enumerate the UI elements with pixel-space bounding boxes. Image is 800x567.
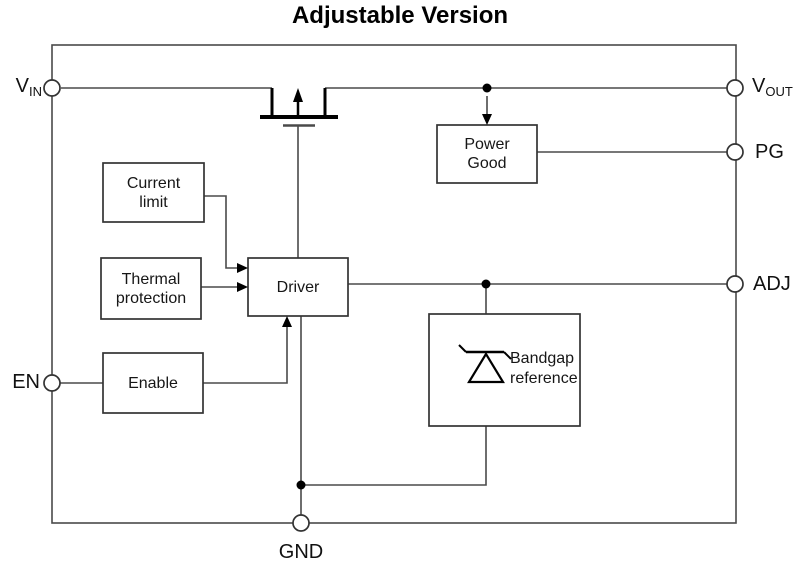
zener-wing-right [503, 351, 512, 360]
wire-currentlimit-to-driver [204, 195, 239, 269]
zener-diode-icon [458, 344, 512, 384]
pin-label-vout: VOUT [752, 75, 793, 99]
mosfet-arrow-head [293, 88, 303, 102]
zener-triangle [467, 351, 505, 384]
thermal-protection-label: Thermal protection [115, 270, 187, 307]
arrowhead-enable [282, 316, 292, 327]
arrowhead-thermal [237, 282, 248, 292]
pin-circle-gnd [292, 514, 310, 532]
pin-circle-vout [726, 79, 744, 97]
pin-label-adj: ADJ [753, 273, 791, 295]
pin-label-pg: PG [755, 141, 784, 163]
blocks [100, 124, 581, 427]
diagram-title: Adjustable Version [291, 2, 509, 29]
power-good-label: Power Good [464, 136, 510, 172]
driver-label: Driver [276, 278, 320, 296]
junction-dot-gnd [296, 480, 306, 490]
junction-dots [296, 83, 492, 490]
pin-circle-pg [726, 143, 744, 161]
junction-dot-vout [482, 83, 492, 93]
pin-label-gnd: GND [278, 541, 324, 563]
bandgap-reference-label: Bandgap reference [510, 350, 578, 387]
pin-label-en: EN [12, 371, 40, 393]
arrowhead-powergood [482, 114, 492, 125]
junction-dot-adj [481, 279, 491, 289]
power-good-block [436, 124, 538, 184]
pin-terminals [43, 79, 744, 532]
current-limit-block [102, 162, 205, 223]
current-limit-label: Current limit [126, 174, 181, 211]
pmos-pass-transistor-icon [260, 88, 338, 127]
arrowhead-currentlimit [237, 263, 248, 273]
wires [60, 87, 727, 515]
wire-enable-to-driver [203, 325, 288, 384]
thermal-protection-block [100, 257, 202, 320]
enable-block [102, 352, 204, 414]
enable-label: Enable [128, 374, 178, 392]
arrowheads [237, 114, 492, 327]
bandgap-reference-block [428, 313, 581, 427]
pin-label-vin: VIN [15, 75, 42, 99]
pin-circle-en [43, 374, 61, 392]
zener-wing-left [458, 344, 467, 353]
pin-circle-adj [726, 275, 744, 293]
pin-circle-vin [43, 79, 61, 97]
